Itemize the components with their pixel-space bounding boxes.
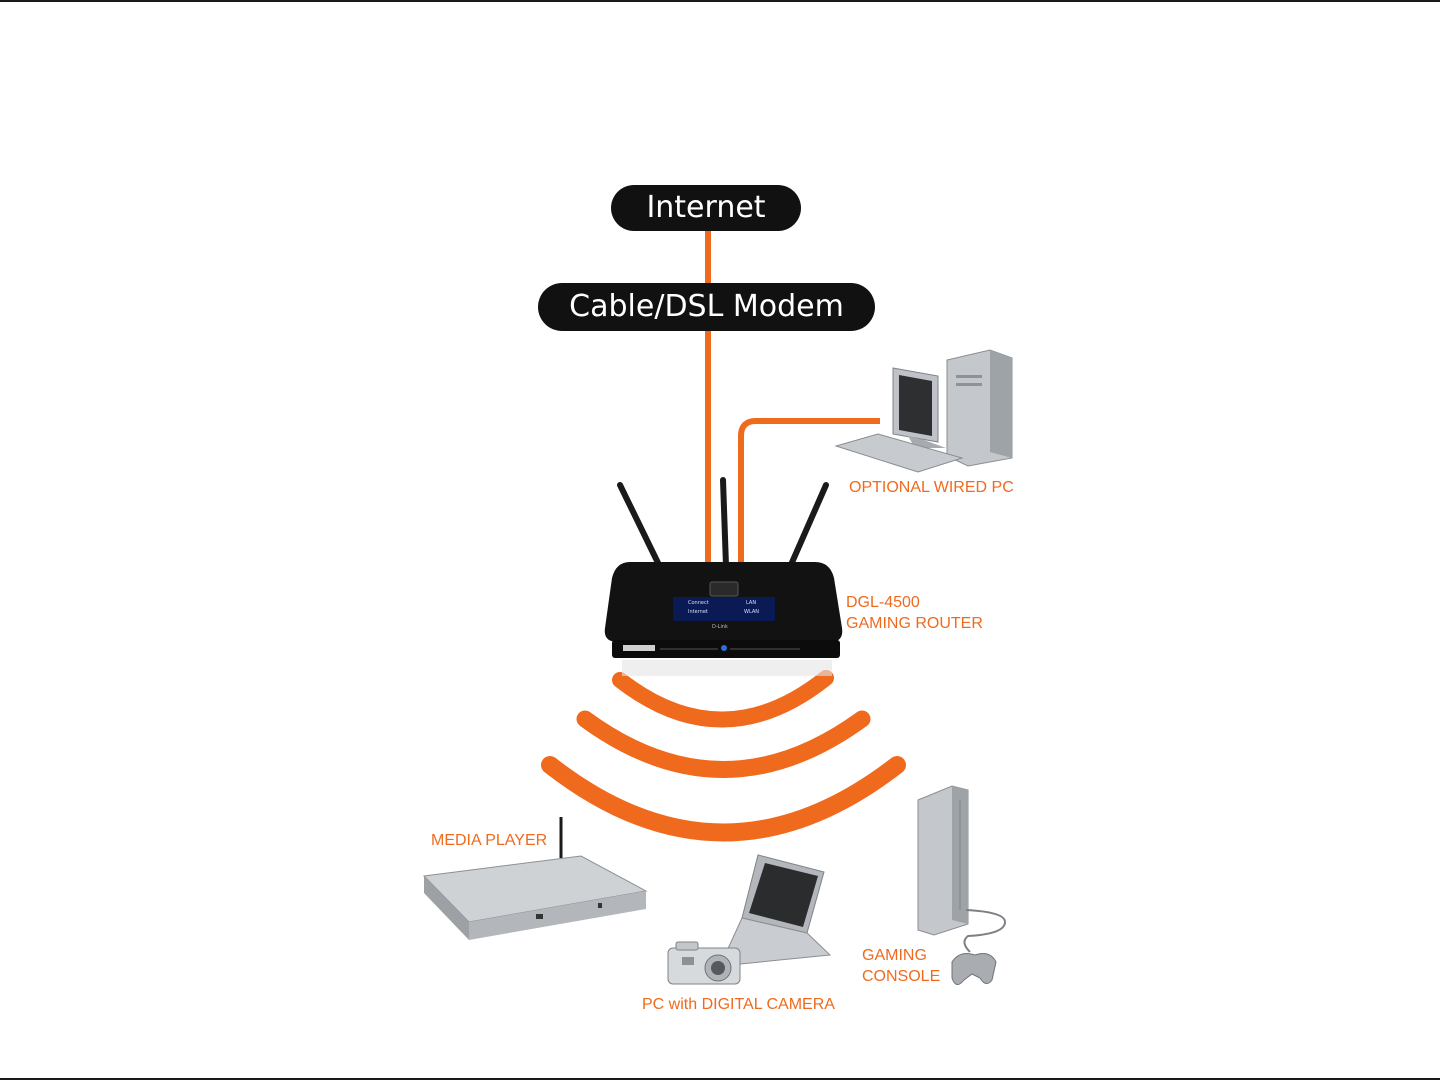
router-screen-internet: Internet <box>688 609 708 616</box>
gaming-console-label: GAMING CONSOLE <box>862 945 940 987</box>
router-screen-lan: LAN <box>746 600 756 607</box>
gaming-console-label-line2: CONSOLE <box>862 966 940 987</box>
signal-arc-1 <box>620 678 826 720</box>
antenna-center <box>723 480 726 566</box>
router-screen-wlan: WLAN <box>744 609 759 616</box>
gamepad-icon <box>952 954 996 985</box>
wired-pc-label: OPTIONAL WIRED PC <box>849 477 1014 498</box>
internet-node: Internet <box>611 185 801 231</box>
antenna-right <box>790 485 826 567</box>
media-player-label: MEDIA PLAYER <box>431 830 547 851</box>
router-label-model: DGL-4500 <box>846 592 983 613</box>
router-brand-logo: D-Link <box>712 624 728 630</box>
camera-pc-label: PC with DIGITAL CAMERA <box>642 994 835 1015</box>
wireless-signal-icon <box>550 678 897 833</box>
router-screen-text: Connect Internet LAN WLAN <box>674 597 774 621</box>
modem-node: Cable/DSL Modem <box>538 283 875 331</box>
router-screen-connect: Connect <box>688 600 709 607</box>
router-icon <box>605 480 842 676</box>
router-label: DGL-4500 GAMING ROUTER <box>846 592 983 634</box>
desktop-pc-icon <box>836 350 1012 472</box>
antenna-left <box>620 485 660 567</box>
gaming-console-label-line1: GAMING <box>862 945 940 966</box>
digital-camera-icon <box>668 942 740 984</box>
router-label-type: GAMING ROUTER <box>846 613 983 634</box>
